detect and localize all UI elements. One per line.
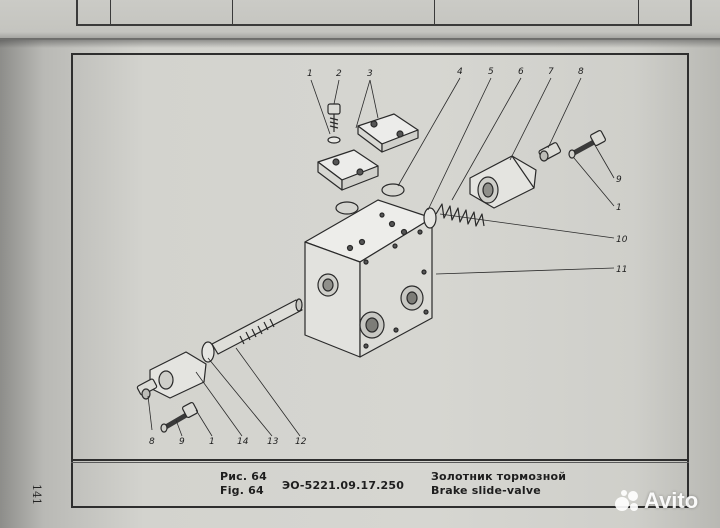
caption-divider	[71, 459, 689, 461]
callout-right-9: 9	[616, 175, 622, 185]
previous-page-table	[76, 0, 692, 26]
callout-top-1: 1	[307, 69, 313, 79]
part-code: ЭО-5221.09.17.250	[282, 479, 405, 492]
figure-number-en: Fig. 64	[220, 484, 264, 497]
callout-bottom-1: 1	[209, 437, 215, 447]
callout-top-5: 5	[488, 67, 494, 77]
callout-top-3: 3	[367, 69, 373, 79]
callout-right-1: 1	[616, 203, 622, 213]
valve-body	[304, 199, 433, 358]
end-cap	[469, 155, 537, 209]
watermark-text: Avito	[644, 488, 699, 513]
top-screw	[327, 103, 341, 144]
right-bolt	[568, 129, 607, 159]
o-ring	[335, 201, 359, 215]
callout-right-11: 11	[616, 265, 627, 275]
leader-lines	[147, 77, 615, 437]
callout-top-7: 7	[548, 67, 554, 77]
callout-top-2: 2	[336, 69, 342, 79]
spool-rod	[211, 298, 303, 355]
flange-plates	[317, 113, 419, 191]
callout-bottom-12: 12	[295, 437, 307, 447]
caption-divider-thin	[71, 462, 689, 463]
callout-bottom-13: 13	[267, 437, 279, 447]
bottom-cap	[136, 351, 207, 400]
avito-dots-icon	[615, 490, 638, 511]
figure-number-ru: Рис. 64	[220, 470, 268, 483]
callout-bottom-14: 14	[237, 437, 249, 447]
page-number: 141	[30, 484, 43, 505]
right-fitting	[538, 142, 562, 162]
callout-bottom-8: 8	[149, 437, 155, 447]
spool-ring	[201, 341, 215, 363]
previous-page-edge	[0, 0, 720, 40]
page-fold-shadow	[0, 38, 720, 48]
figure-title-en: Brake slide-valve	[431, 484, 541, 497]
callout-top-8: 8	[578, 67, 584, 77]
o-ring	[381, 183, 405, 197]
spring	[423, 203, 485, 229]
callout-top-6: 6	[518, 67, 524, 77]
figure-title-ru: Золотник тормозной	[431, 470, 567, 483]
callout-right-10: 10	[616, 235, 628, 245]
bottom-bolt	[160, 401, 199, 433]
callout-top-4: 4	[457, 67, 463, 77]
figure-frame	[71, 53, 689, 508]
avito-watermark: Avito	[614, 488, 698, 514]
callout-bottom-9: 9	[179, 437, 185, 447]
callout-labels: 1 2 3 4 5 6 7 8 9 1 10 11 8 9 1 14 13 12	[149, 67, 628, 447]
